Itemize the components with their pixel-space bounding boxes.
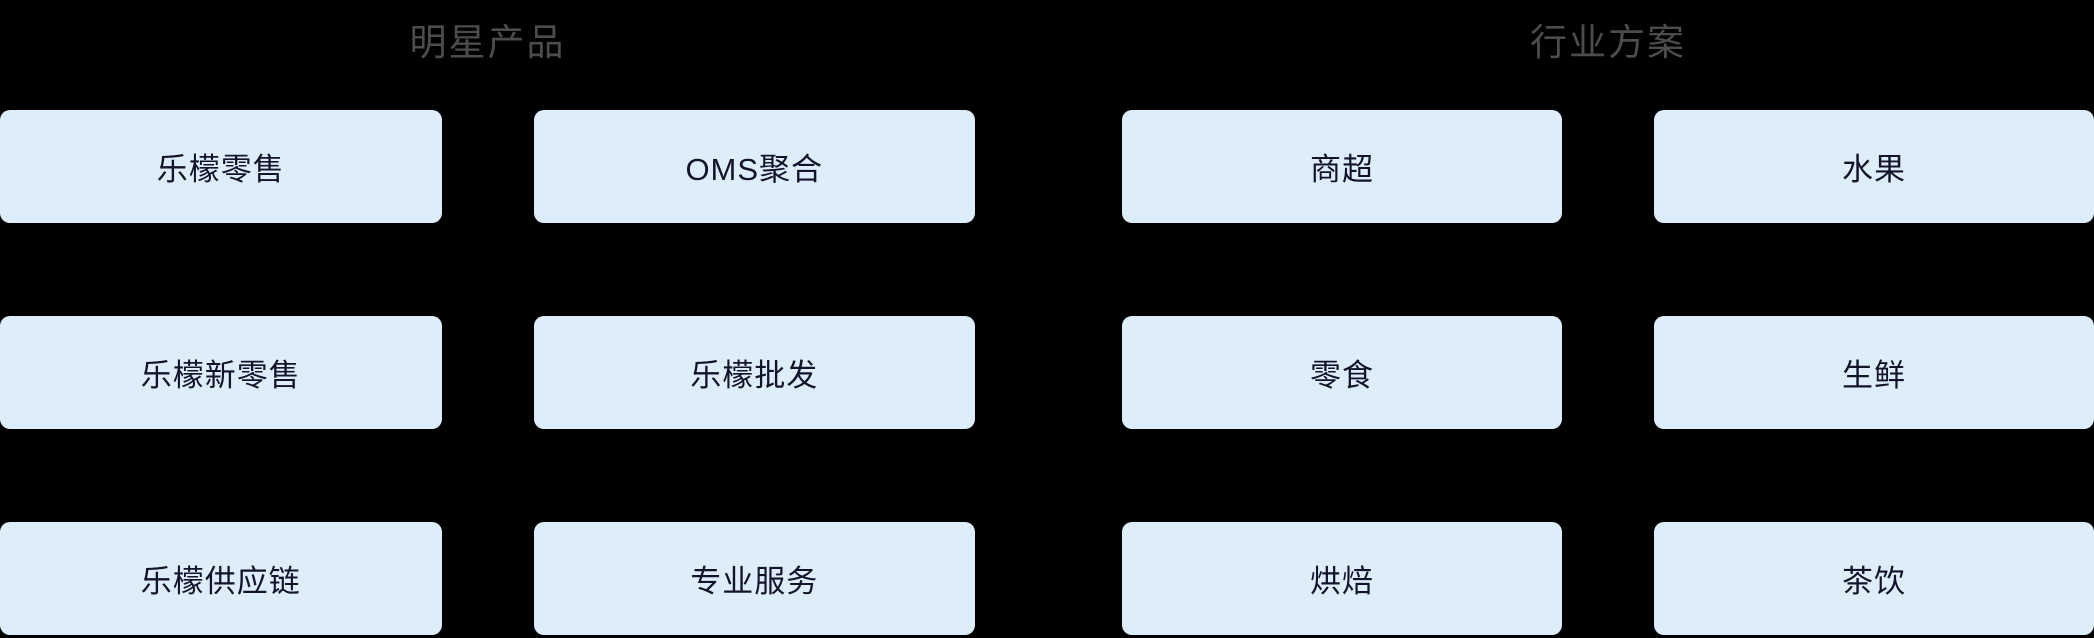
menu-item-fresh-food[interactable]: 生鲜 xyxy=(1654,316,2094,429)
section-title-star-products: 明星产品 xyxy=(409,22,566,63)
section-industry-solutions: 行业方案 商超 水果 零食 生鲜 烘焙 茶饮 xyxy=(1122,0,2094,638)
menu-item-lemon-supply-chain[interactable]: 乐檬供应链 xyxy=(0,522,442,635)
menu-item-supermarket[interactable]: 商超 xyxy=(1122,110,1562,223)
menu-item-bakery[interactable]: 烘焙 xyxy=(1122,522,1562,635)
menu-item-snacks[interactable]: 零食 xyxy=(1122,316,1562,429)
industry-solutions-grid: 商超 水果 零食 生鲜 烘焙 茶饮 xyxy=(1122,110,2094,635)
menu-item-lemon-wholesale[interactable]: 乐檬批发 xyxy=(533,316,975,429)
menu-item-lemon-new-retail[interactable]: 乐檬新零售 xyxy=(0,316,442,429)
section-title-industry-solutions: 行业方案 xyxy=(1530,22,1686,63)
menu-item-lemon-retail[interactable]: 乐檬零售 xyxy=(0,110,442,223)
menu-item-professional-services[interactable]: 专业服务 xyxy=(533,522,975,635)
menu-item-oms-aggregation[interactable]: OMS聚合 xyxy=(533,110,975,223)
section-star-products: 明星产品 乐檬零售 OMS聚合 乐檬新零售 乐檬批发 乐檬供应链 专业服务 xyxy=(0,0,975,638)
menu-item-fruit[interactable]: 水果 xyxy=(1654,110,2094,223)
star-products-grid: 乐檬零售 OMS聚合 乐檬新零售 乐檬批发 乐檬供应链 专业服务 xyxy=(0,110,975,635)
menu-item-tea-drinks[interactable]: 茶饮 xyxy=(1654,522,2094,635)
